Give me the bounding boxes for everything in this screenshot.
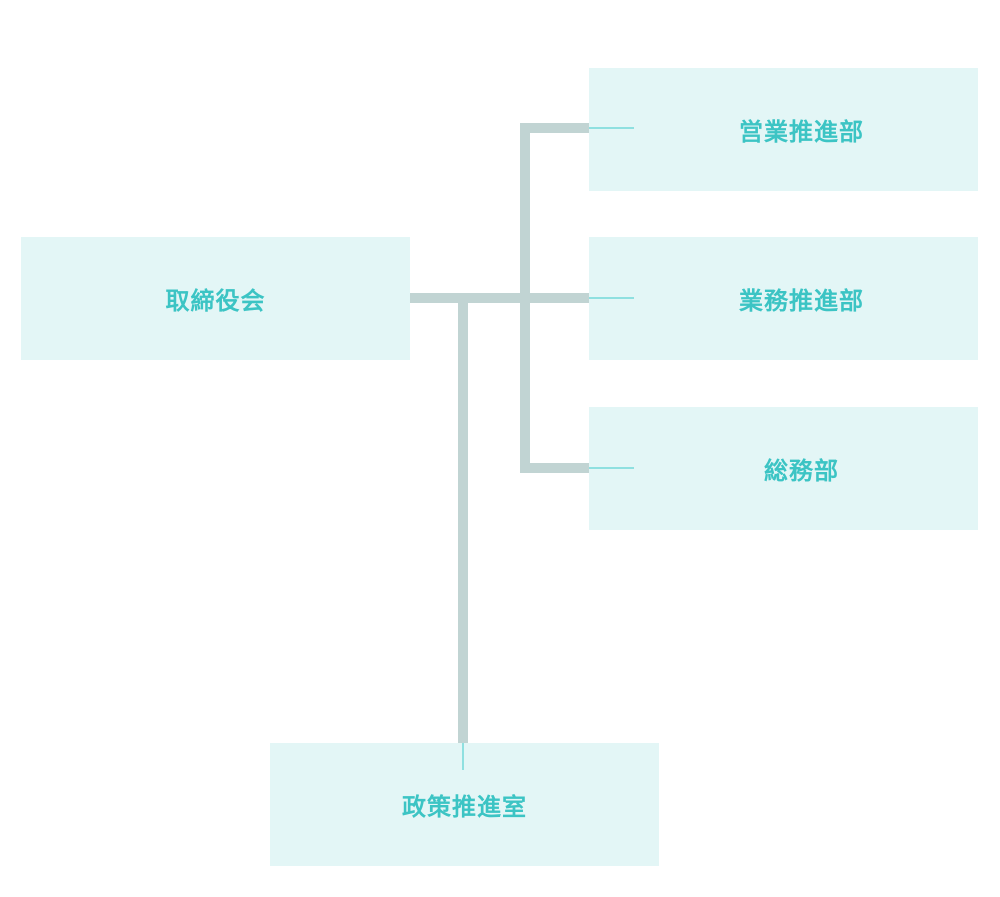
stub-policy [462, 743, 464, 770]
connector-to-general-affairs [520, 463, 590, 473]
connector-board-to-trunk [409, 293, 590, 303]
connector-policy-vertical [458, 293, 468, 744]
stub-operations [589, 297, 634, 299]
node-sales-label: 営業推進部 [739, 118, 864, 146]
node-policy-label: 政策推進室 [402, 793, 527, 821]
stub-sales [589, 127, 634, 129]
node-board: 取締役会 [21, 237, 410, 360]
node-general-affairs-label: 総務部 [764, 457, 839, 485]
node-policy: 政策推進室 [270, 743, 659, 866]
connector-departments-trunk [520, 123, 530, 473]
node-board-label: 取締役会 [165, 287, 266, 315]
node-operations-label: 業務推進部 [739, 287, 864, 315]
stub-general-affairs [589, 467, 634, 469]
node-general-affairs: 総務部 [589, 407, 978, 530]
node-sales: 営業推進部 [589, 68, 978, 191]
node-operations: 業務推進部 [589, 237, 978, 360]
connector-to-sales [520, 123, 590, 133]
